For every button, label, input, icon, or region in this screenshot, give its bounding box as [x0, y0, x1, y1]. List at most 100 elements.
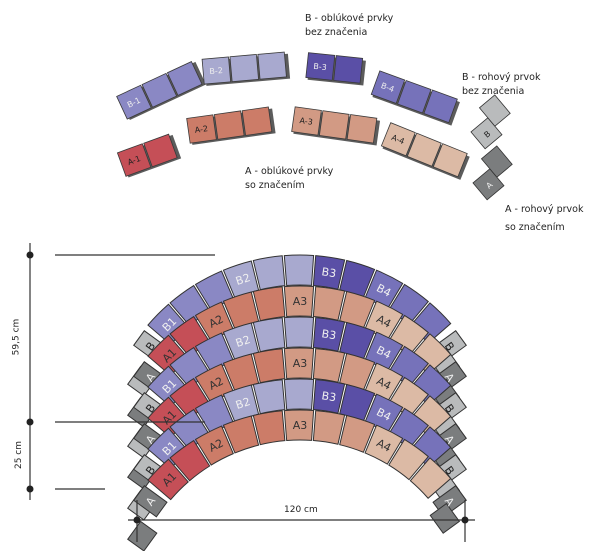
- corner-tile: [127, 520, 158, 551]
- corner-tile: [429, 502, 461, 534]
- arc-tile: [364, 424, 404, 465]
- arc-tile-label: B3: [321, 265, 337, 280]
- arc-corner-a: A: [127, 485, 168, 551]
- arc-tile: [252, 410, 286, 446]
- arc-tile: [169, 439, 211, 482]
- tile: [346, 114, 378, 144]
- piece-label: A-1: [126, 154, 142, 167]
- dimension-dot: [26, 485, 34, 493]
- dimension-dot: [26, 418, 34, 426]
- corner-label: A: [484, 180, 494, 191]
- arc-tile: [252, 379, 286, 415]
- tile: [397, 79, 432, 114]
- dimension-dot: [461, 516, 469, 524]
- arc-tile-label: B4: [374, 282, 393, 300]
- tile: [141, 72, 178, 108]
- legend-b-corner-title: B - rohový prvok: [462, 72, 541, 83]
- arc-tile-label: A3: [293, 419, 308, 432]
- tile: [201, 56, 232, 85]
- legend-b-corner: B - rohový prvok bez značenia: [462, 71, 540, 99]
- tile: [186, 114, 217, 144]
- arc-tile: [283, 285, 315, 318]
- legend-b-arc-subtitle: bez značenia: [305, 27, 368, 38]
- arc-tile-label: B4: [374, 406, 393, 424]
- piece-label: B-3: [313, 62, 327, 72]
- corner-tile: [478, 94, 511, 127]
- arc-corner-a: A: [429, 485, 467, 534]
- arc-tile: [312, 410, 346, 445]
- arc-tile-label: B3: [321, 389, 337, 404]
- arc-tile: [283, 254, 315, 287]
- arc-tile: [222, 415, 260, 454]
- arc-tile: [252, 317, 286, 353]
- arc-tile: [252, 348, 286, 384]
- tile: [116, 143, 152, 177]
- arc-tile: [312, 379, 346, 414]
- legend-a-arc-subtitle: so značením: [245, 180, 305, 191]
- legend-b-arc-title: B - oblúkové prvky: [305, 13, 394, 24]
- dimension-dot: [26, 251, 34, 259]
- tile: [213, 110, 245, 140]
- arc-tile-label: A3: [293, 357, 308, 370]
- arc-tile-label: B2: [234, 395, 252, 412]
- arc-tile: [339, 414, 376, 453]
- tile: [305, 52, 336, 81]
- tile: [143, 133, 178, 168]
- corner-label: B: [482, 129, 492, 139]
- arc-tile-label: A2: [207, 313, 226, 331]
- arc-tile: [194, 425, 234, 466]
- tile: [406, 132, 442, 167]
- tile: [116, 84, 152, 120]
- arc-tile: [283, 409, 315, 442]
- arc-tile-label: B2: [234, 333, 252, 350]
- legend-a-arc: A - oblúkové prvky so značením: [245, 165, 333, 193]
- arc-tile: [312, 255, 346, 290]
- tile: [291, 106, 322, 136]
- tile: [229, 54, 259, 83]
- tile: [257, 51, 287, 80]
- arc-tile: [283, 378, 315, 411]
- tile: [370, 70, 406, 104]
- arc-tile-label: A4: [374, 313, 393, 331]
- tile: [432, 143, 468, 178]
- tile: [166, 61, 203, 96]
- arc-tile-label: B4: [374, 344, 393, 362]
- arc-tile-label: B3: [321, 327, 337, 342]
- legend-b-corner-subtitle: bez značenia: [462, 86, 525, 97]
- corner-tile: [480, 145, 513, 178]
- arc-tile-label: A2: [207, 437, 226, 455]
- piece-label: A-2: [194, 124, 208, 135]
- arc-tile-label: B2: [234, 271, 252, 288]
- piece-a3: A-3: [291, 106, 381, 146]
- arc-tile-label: A3: [293, 295, 308, 308]
- piece-a1: A-1: [116, 133, 182, 178]
- piece-b4: B-4: [370, 70, 460, 126]
- dimension-dot: [133, 516, 141, 524]
- arc-tile: [388, 438, 429, 481]
- legend-a-corner: A - rohový prvok so značením: [505, 201, 583, 237]
- arc-tile-label: A4: [374, 437, 393, 455]
- arc-tile-label: A4: [374, 375, 393, 393]
- corner-piece-a: A: [472, 145, 513, 201]
- legend-a-corner-subtitle: so značením: [505, 222, 565, 233]
- arc-tile: [283, 316, 315, 349]
- corner-piece-b: B: [470, 94, 511, 150]
- arc-tile: [252, 286, 286, 322]
- arc-tile: [312, 286, 346, 321]
- arc-tile: [409, 457, 452, 499]
- tile: [423, 89, 458, 124]
- piece-a2: A-2: [186, 106, 276, 145]
- piece-b3: B-3: [305, 52, 366, 86]
- legend-a-corner-title: A - rohový prvok: [505, 204, 584, 215]
- corner-tile: [133, 485, 168, 518]
- arc-tile: [312, 348, 346, 383]
- arc-tile-label: A2: [207, 375, 226, 393]
- tile: [241, 106, 273, 136]
- dimension-width: 120 cm: [284, 505, 318, 515]
- piece-b2: B-2: [201, 51, 291, 86]
- tile: [380, 122, 416, 157]
- legend-a-arc-title: A - oblúkové prvky: [245, 166, 334, 177]
